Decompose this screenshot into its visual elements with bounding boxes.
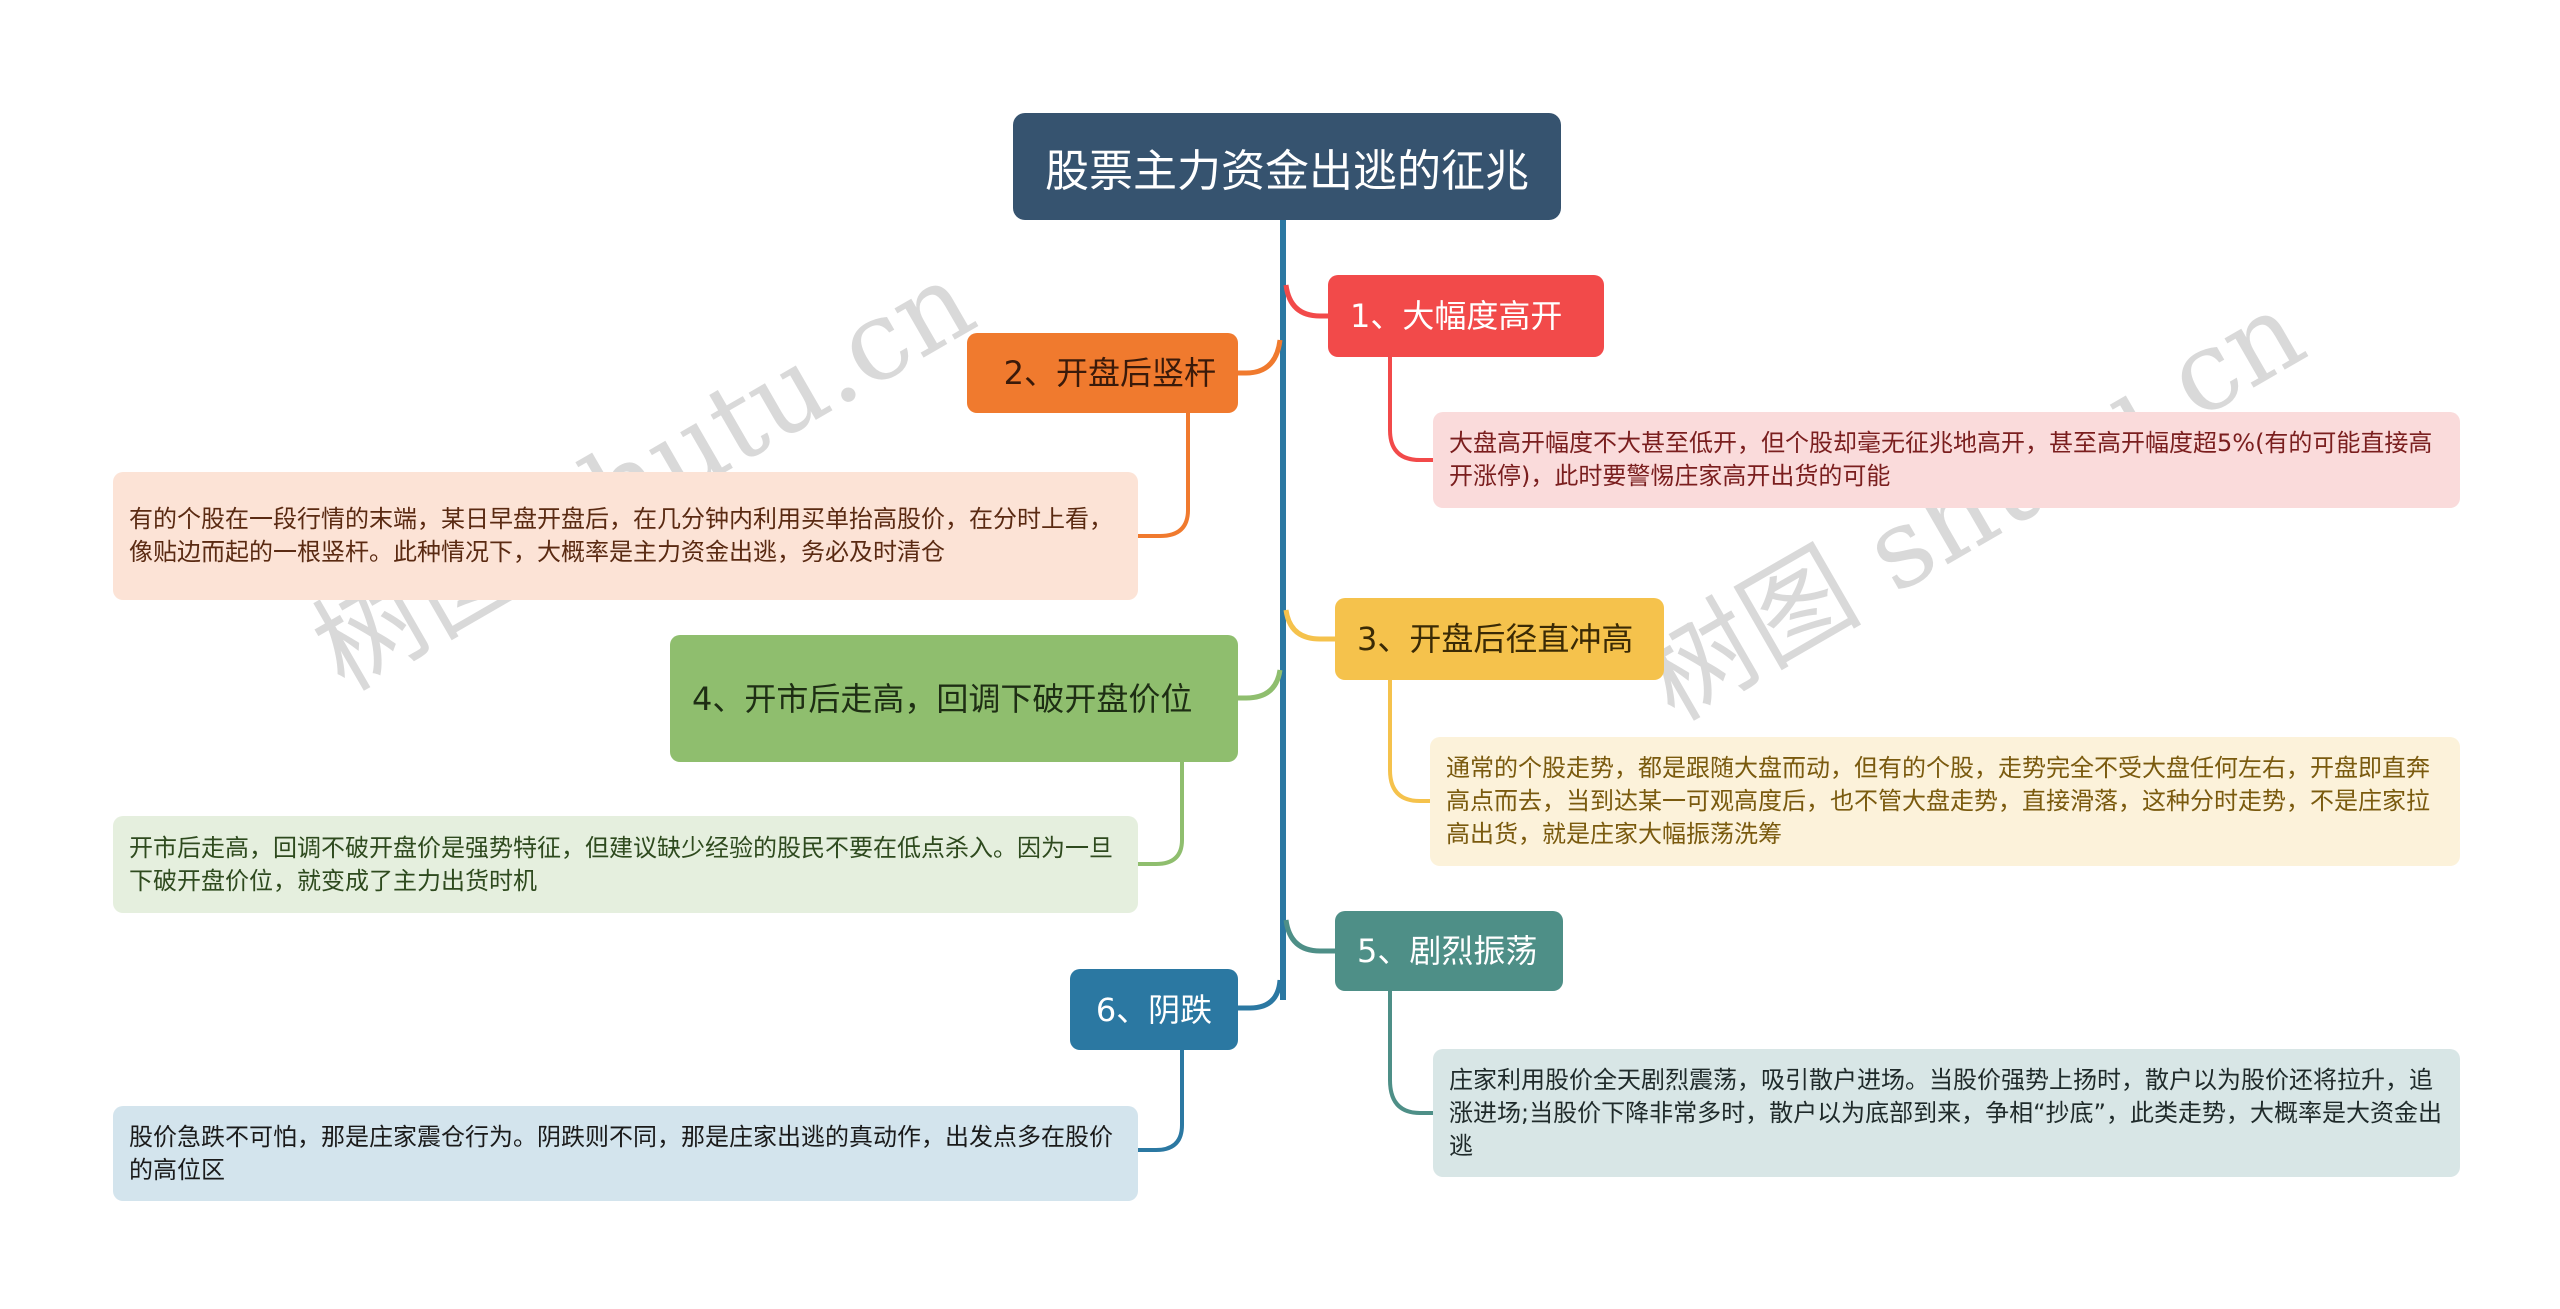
branch-6-detail-text: 股价急跌不可怕，那是庄家震仓行为。阴跌则不同，那是庄家出逃的真动作，出发点多在股… [129,1122,1113,1184]
branch-1-label: 1、大幅度高开 [1350,297,1563,335]
branch-3-topic[interactable]: 3、开盘后径直冲高 [1335,598,1664,680]
branch-4-topic[interactable]: 4、开市后走高，回调下破开盘价位 [670,635,1238,762]
central-topic[interactable]: 股票主力资金出逃的征兆 [1013,113,1561,220]
branch-5-detail-text: 庄家利用股价全天剧烈震荡，吸引散户进场。当股价强势上扬时，散户以为股价还将拉升，… [1449,1065,2442,1160]
branch-5-detail[interactable]: 庄家利用股价全天剧烈震荡，吸引散户进场。当股价强势上扬时，散户以为股价还将拉升，… [1433,1049,2460,1177]
central-topic-label: 股票主力资金出逃的征兆 [1045,145,1529,197]
branch-2-detail[interactable]: 有的个股在一段行情的末端，某日早盘开盘后，在几分钟内利用买单抬高股价，在分时上看… [113,472,1138,600]
branch-4-detail[interactable]: 开市后走高，回调不破开盘价是强势特征，但建议缺少经验的股民不要在低点杀入。因为一… [113,816,1138,913]
branch-4-label: 4、开市后走高，回调下破开盘价位 [692,679,1193,718]
branch-1-detail-text: 大盘高开幅度不大甚至低开，但个股却毫无征兆地高开，甚至高开幅度超5%(有的可能直… [1449,429,2433,490]
branch-6-label: 6、阴跌 [1095,990,1213,1029]
branch-6-detail[interactable]: 股价急跌不可怕，那是庄家震仓行为。阴跌则不同，那是庄家出逃的真动作，出发点多在股… [113,1106,1138,1201]
branch-4-detail-text: 开市后走高，回调不破开盘价是强势特征，但建议缺少经验的股民不要在低点杀入。因为一… [129,833,1113,895]
branch-1-topic[interactable]: 1、大幅度高开 [1328,275,1604,357]
branch-5-topic[interactable]: 5、剧烈振荡 [1335,911,1563,991]
branch-2-topic[interactable]: 2、开盘后竖杆 [967,333,1238,413]
branch-1-detail[interactable]: 大盘高开幅度不大甚至低开，但个股却毫无征兆地高开，甚至高开幅度超5%(有的可能直… [1433,412,2460,508]
branch-2-detail-text: 有的个股在一段行情的末端，某日早盘开盘后，在几分钟内利用买单抬高股价，在分时上看… [129,505,1113,566]
branch-3-detail-text: 通常的个股走势，都是跟随大盘而动，但有的个股，走势完全不受大盘任何左右，开盘即直… [1446,754,2430,848]
branch-6-topic[interactable]: 6、阴跌 [1070,969,1238,1050]
branch-3-detail[interactable]: 通常的个股走势，都是跟随大盘而动，但有的个股，走势完全不受大盘任何左右，开盘即直… [1430,737,2460,866]
branch-2-label: 2、开盘后竖杆 [1003,354,1216,392]
branch-3-label: 3、开盘后径直冲高 [1357,620,1634,658]
branch-5-label: 5、剧烈振荡 [1357,932,1538,970]
